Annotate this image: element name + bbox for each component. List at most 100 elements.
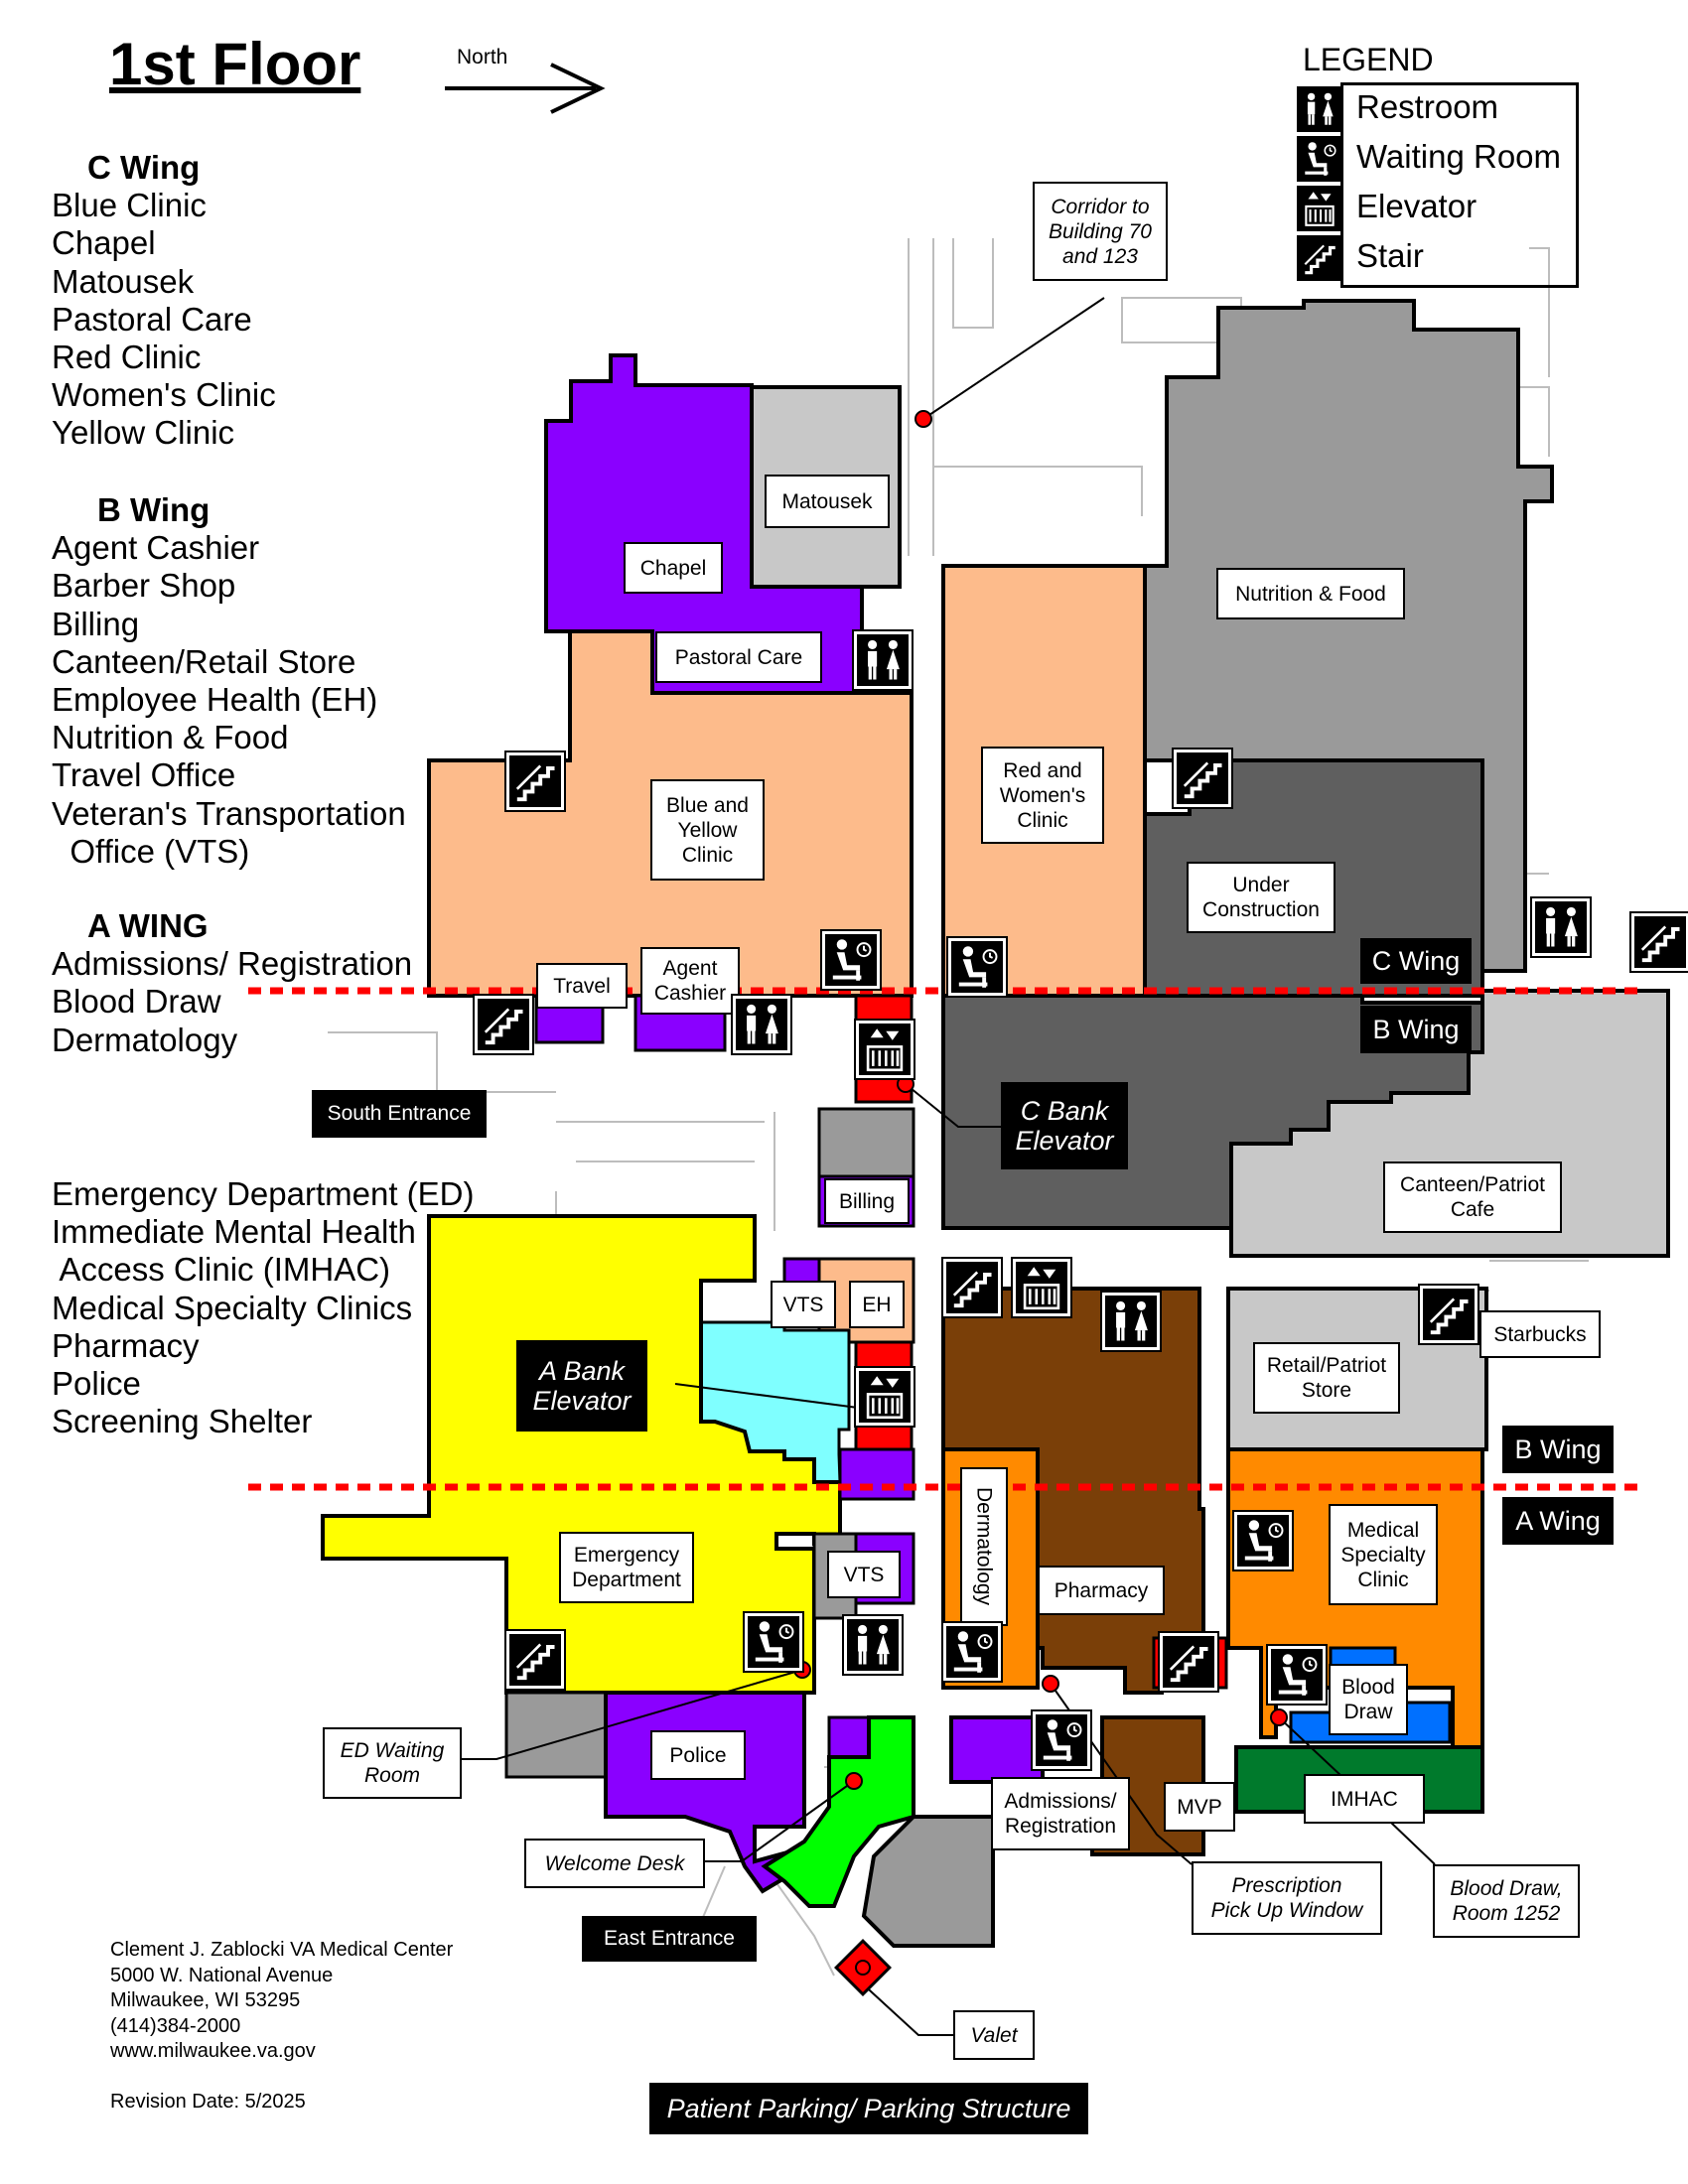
patient-parking-label[interactable]: Patient Parking/ Parking Structure: [649, 2083, 1088, 2134]
waiting-room-icon[interactable]: [941, 1621, 1003, 1683]
imhac-label[interactable]: IMHAC: [1304, 1774, 1425, 1824]
waiting-room-icon[interactable]: [820, 929, 882, 991]
pastoral-care-label[interactable]: Pastoral Care: [655, 631, 822, 683]
directory-item[interactable]: Admissions/ Registration: [52, 945, 413, 983]
elevator-icon[interactable]: [1011, 1257, 1072, 1318]
ed-waiting-callout[interactable]: ED Waiting Room: [323, 1727, 462, 1799]
directory-item[interactable]: Pastoral Care: [52, 300, 252, 338]
waiting-room-icon[interactable]: [1232, 1510, 1294, 1571]
admissions-label[interactable]: Admissions/ Registration: [991, 1777, 1130, 1850]
stair-icon[interactable]: [1172, 748, 1233, 809]
east-entrance-gray[interactable]: [861, 1815, 995, 1948]
prescription-callout[interactable]: Prescription Pick Up Window: [1192, 1861, 1382, 1935]
stair-icon[interactable]: [473, 994, 534, 1055]
directory-item[interactable]: Canteen/Retail Store: [52, 642, 356, 680]
canteen-label[interactable]: Canteen/Patriot Cafe: [1383, 1161, 1562, 1233]
vts-upper-label[interactable]: VTS: [771, 1281, 836, 1328]
stair-icon[interactable]: [941, 1257, 1003, 1318]
mvp-label[interactable]: MVP: [1164, 1782, 1235, 1832]
stair-icon[interactable]: [1418, 1284, 1479, 1345]
directory-item[interactable]: Employee Health (EH): [52, 681, 378, 719]
directory-item[interactable]: Nutrition & Food: [52, 719, 289, 756]
legend-label: Waiting Room: [1356, 138, 1562, 175]
vts-lower-label[interactable]: VTS: [827, 1551, 901, 1598]
stair-icon[interactable]: [1158, 1631, 1219, 1693]
welcome-desk-callout[interactable]: Welcome Desk: [524, 1839, 705, 1888]
directory-item[interactable]: Access Clinic (IMHAC): [52, 1251, 391, 1289]
south-entrance-label[interactable]: South Entrance: [312, 1090, 487, 1138]
restroom-icon: [1297, 86, 1342, 132]
restroom-icon[interactable]: [1100, 1291, 1162, 1352]
legend-box: [1340, 82, 1579, 288]
directory-item[interactable]: Barber Shop: [52, 567, 236, 605]
restroom-icon[interactable]: [731, 994, 792, 1055]
emergency-department-label[interactable]: Emergency Department: [559, 1532, 694, 1603]
b-wing-upper-marker: B Wing: [1360, 1006, 1472, 1053]
billing-label[interactable]: Billing: [824, 1178, 910, 1224]
directory-item[interactable]: Screening Shelter: [52, 1403, 313, 1440]
directory-item[interactable]: Veteran's Transportation: [52, 794, 406, 832]
valet-callout[interactable]: Valet: [953, 2010, 1035, 2060]
matousek-label[interactable]: Matousek: [765, 475, 890, 528]
restroom-icon[interactable]: [1530, 896, 1592, 958]
waiting-room-icon[interactable]: [946, 936, 1008, 998]
directory-item[interactable]: Blood Draw: [52, 983, 221, 1021]
directory-item[interactable]: Agent Cashier: [52, 529, 260, 567]
directory-item[interactable]: Women's Clinic: [52, 376, 276, 414]
directory-item[interactable]: Emergency Department (ED): [52, 1175, 475, 1212]
welcome-desk-marker: [845, 1772, 863, 1790]
welcome-desk-area[interactable]: [761, 1715, 915, 1908]
c-bank-elevator-label[interactable]: C Bank Elevator: [1001, 1082, 1128, 1169]
waiting-room-icon[interactable]: [743, 1611, 804, 1673]
a-bank-elevator-label[interactable]: A Bank Elevator: [516, 1340, 647, 1432]
north-arrow-icon: [445, 63, 606, 114]
phone-number[interactable]: (414)384-2000: [110, 2014, 241, 2037]
stair-icon[interactable]: [504, 1629, 566, 1691]
welcome-desk-purple[interactable]: [827, 1715, 871, 1759]
dermatology-label[interactable]: Dermatology: [960, 1467, 1008, 1626]
directory-item[interactable]: Blue Clinic: [52, 187, 207, 224]
eh-label[interactable]: EH: [849, 1281, 905, 1328]
elevator-icon[interactable]: [854, 1366, 915, 1428]
stair-icon[interactable]: [1629, 911, 1688, 973]
blood-draw-label[interactable]: Blood Draw: [1329, 1664, 1408, 1735]
restroom-icon[interactable]: [842, 1614, 904, 1676]
corridor-callout[interactable]: Corridor to Building 70 and 123: [1033, 182, 1168, 281]
restroom-icon[interactable]: [852, 629, 914, 691]
billing-area[interactable]: [817, 1107, 915, 1178]
blood-draw-room-callout[interactable]: Blood Draw, Room 1252: [1433, 1864, 1580, 1938]
red-womens-clinic-label[interactable]: Red and Women's Clinic: [981, 747, 1104, 844]
a-wing-purple-top[interactable]: [838, 1447, 915, 1501]
directory-item[interactable]: Office (VTS): [52, 832, 250, 870]
travel-label[interactable]: Travel: [536, 963, 628, 1009]
ed-side-gray[interactable]: [504, 1691, 608, 1779]
waiting-room-icon[interactable]: [1266, 1644, 1328, 1706]
agent-cashier-label[interactable]: Agent Cashier: [640, 947, 740, 1015]
retail-store-label[interactable]: Retail/Patriot Store: [1253, 1342, 1400, 1414]
directory-item[interactable]: Pharmacy: [52, 1326, 200, 1364]
police-label[interactable]: Police: [650, 1730, 746, 1780]
east-entrance-label[interactable]: East Entrance: [582, 1916, 757, 1962]
blue-yellow-clinic-label[interactable]: Blue and Yellow Clinic: [650, 779, 765, 881]
under-construction-label[interactable]: Under Construction: [1187, 862, 1336, 933]
waiting-room-icon[interactable]: [1031, 1709, 1092, 1771]
directory-item[interactable]: Dermatology: [52, 1021, 238, 1058]
directory-item[interactable]: Red Clinic: [52, 339, 202, 376]
pharmacy-label[interactable]: Pharmacy: [1038, 1566, 1165, 1615]
directory-item[interactable]: Matousek: [52, 262, 195, 300]
elevator-icon[interactable]: [854, 1019, 915, 1080]
directory-item[interactable]: Travel Office: [52, 756, 236, 794]
admissions-purple[interactable]: [949, 1715, 1045, 1784]
nutrition-food-label[interactable]: Nutrition & Food: [1216, 568, 1405, 619]
directory-item[interactable]: Yellow Clinic: [52, 414, 235, 452]
directory-item[interactable]: Medical Specialty Clinics: [52, 1289, 413, 1326]
directory-item[interactable]: Immediate Mental Health: [52, 1213, 416, 1251]
chapel-label[interactable]: Chapel: [624, 542, 723, 594]
website-link[interactable]: www.milwaukee.va.gov: [110, 2040, 316, 2062]
medical-specialty-label[interactable]: Medical Specialty Clinic: [1329, 1504, 1438, 1605]
starbucks-label[interactable]: Starbucks: [1479, 1310, 1601, 1358]
stair-icon[interactable]: [504, 751, 566, 812]
directory-item[interactable]: Billing: [52, 605, 140, 642]
directory-item[interactable]: Police: [52, 1365, 141, 1403]
directory-item[interactable]: Chapel: [52, 224, 156, 262]
